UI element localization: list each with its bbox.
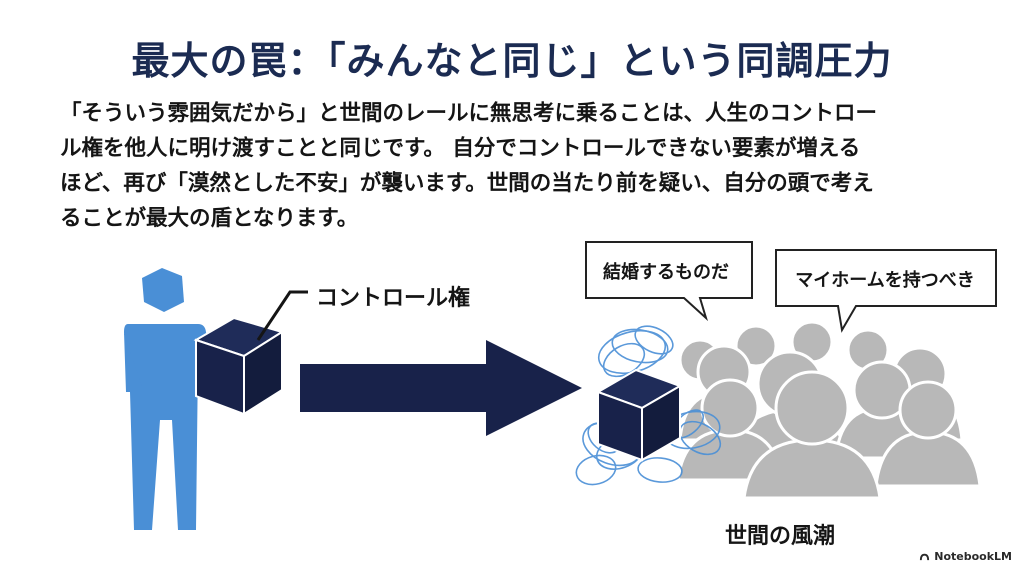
crowd-figures — [676, 320, 982, 500]
slide-title: 最大の罠：「みんなと同じ」という同調圧力 — [131, 39, 893, 83]
speech-bubble-2-text: マイホームを持つべき — [795, 270, 975, 291]
brand-name: NotebookLM — [934, 550, 1012, 563]
person-figure — [124, 268, 210, 530]
control-label-leader — [256, 290, 308, 341]
crowd-label: 世間の風潮 — [724, 524, 835, 549]
surrendered-cube-icon — [595, 368, 683, 462]
brand-watermark: NotebookLM — [919, 550, 1012, 563]
transfer-arrow-icon — [300, 340, 582, 436]
speech-bubble-2 — [775, 249, 997, 333]
slide-body-text: 「そういう雰囲気だから」と世間のレールに無思考に乗ることは、人生のコントロー ル… — [60, 101, 878, 231]
control-right-label: コントロール権 — [316, 286, 471, 311]
speech-bubble-1 — [585, 241, 753, 322]
control-cube-icon — [193, 316, 285, 416]
speech-bubble-1-text: 結婚するものだ — [603, 262, 729, 283]
notebooklm-logo-icon — [920, 553, 930, 561]
